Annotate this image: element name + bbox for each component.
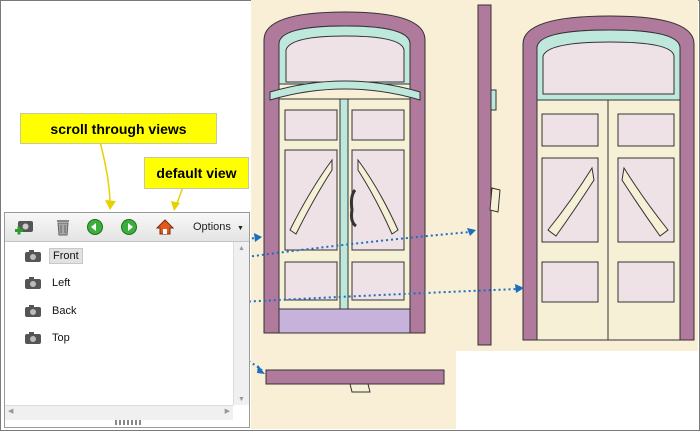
arrow-scroll-callout	[99, 141, 111, 206]
trash-icon	[57, 220, 69, 236]
view-item-top[interactable]: Top	[25, 329, 73, 347]
views-list: Front Left Back Top	[5, 242, 233, 405]
previous-view-button[interactable]	[85, 217, 105, 237]
view-item-left[interactable]: Left	[25, 274, 73, 292]
view-label: Left	[52, 277, 71, 289]
scroll-right-icon[interactable]: ▶	[224, 408, 230, 415]
default-view-button[interactable]	[155, 217, 175, 237]
camera-icon	[25, 250, 41, 262]
top-view-door	[265, 369, 445, 393]
delete-view-button[interactable]	[53, 217, 73, 237]
add-view-button[interactable]	[13, 217, 33, 237]
views-panel: Options ▼ Front Left Back Top ▲ ▼ ◀ ▶	[4, 212, 250, 428]
view-label: Front	[49, 248, 83, 264]
view-label: Top	[52, 332, 70, 344]
resize-grip[interactable]	[115, 420, 141, 425]
next-view-button[interactable]	[119, 217, 139, 237]
camera-icon	[25, 305, 41, 317]
default-view-callout: default view	[144, 157, 249, 189]
scroll-up-icon[interactable]: ▲	[238, 245, 245, 252]
view-label: Back	[52, 305, 77, 317]
front-view-door	[263, 11, 426, 334]
home-icon	[155, 219, 175, 235]
left-view-door	[477, 4, 501, 346]
scroll-left-icon[interactable]: ◀	[8, 408, 14, 415]
scroll-down-icon[interactable]: ▼	[238, 396, 245, 403]
camera-icon	[25, 332, 41, 344]
horizontal-scrollbar[interactable]: ◀ ▶	[5, 405, 233, 420]
arrow-right-icon	[121, 219, 137, 235]
add-camera-icon	[15, 221, 33, 235]
back-view-door	[522, 15, 695, 341]
scroll-through-views-callout: scroll through views	[20, 113, 217, 144]
camera-icon	[25, 277, 41, 289]
views-toolbar: Options ▼	[5, 213, 249, 242]
options-label: Options	[193, 221, 231, 233]
vertical-scrollbar[interactable]: ▲ ▼	[233, 242, 249, 405]
chevron-down-icon: ▼	[236, 225, 244, 232]
arrow-left	[73, 231, 471, 284]
view-item-front[interactable]: Front	[25, 247, 83, 265]
arrow-left-icon	[87, 219, 103, 235]
options-menu-button[interactable]: Options ▼	[193, 221, 244, 233]
view-item-back[interactable]: Back	[25, 302, 79, 320]
